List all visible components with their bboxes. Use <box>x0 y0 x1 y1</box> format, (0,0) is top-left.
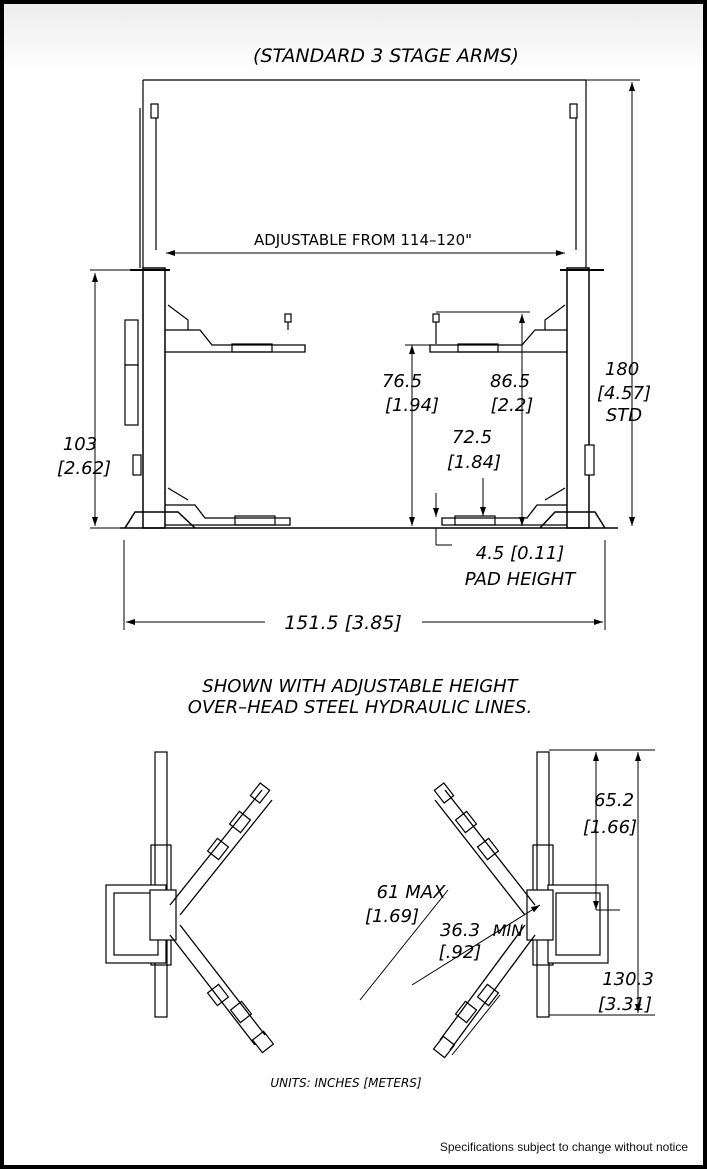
dim-130-3: 130.3 <box>602 969 654 990</box>
std-label: STD <box>606 405 642 426</box>
note-line-1: SHOWN WITH ADJUSTABLE HEIGHT <box>202 676 519 697</box>
height-72-5: 72.5 <box>452 427 492 448</box>
front-view <box>120 79 618 529</box>
units-note: UNITS: INCHES [METERS] <box>270 1076 422 1090</box>
height-103: 103 <box>63 434 97 455</box>
note-line-2: OVER–HEAD STEEL HYDRAULIC LINES. <box>188 697 532 718</box>
top-view-left <box>105 751 275 1054</box>
drawing-title: (STANDARD 3 STAGE ARMS) <box>253 45 519 67</box>
height-72-5-m: [1.84] <box>447 452 501 473</box>
dim-61-m: [1.69] <box>365 906 419 927</box>
pad-height-label: PAD HEIGHT <box>465 569 578 590</box>
front-dimensions <box>90 79 640 630</box>
footer-disclaimer: Specifications subject to change without… <box>439 1140 688 1154</box>
height-86-5-m: [2.2] <box>491 395 534 416</box>
dim-36-3-m: [.92] <box>439 942 482 963</box>
height-103-m: [2.62] <box>57 458 111 479</box>
dim-61-max: 61 MAX <box>377 882 446 903</box>
pad-dimension: 4.5 [0.11] <box>476 543 564 564</box>
overall-width: 151.5 [3.85] <box>284 612 402 634</box>
height-76-5-m: [1.94] <box>385 395 439 416</box>
dim-65-2-m: [1.66] <box>583 817 637 838</box>
min-label: MIN <box>493 921 524 940</box>
top-dimensions <box>359 749 655 1056</box>
height-180: 180 <box>605 359 639 380</box>
height-180-m: [4.57] <box>597 383 651 404</box>
dim-65-2: 65.2 <box>594 790 634 811</box>
adjustable-label: ADJUSTABLE FROM 114–120" <box>254 231 472 249</box>
dim-36-3: 36.3 <box>440 920 480 941</box>
height-86-5: 86.5 <box>490 371 530 392</box>
height-76-5: 76.5 <box>382 371 422 392</box>
dim-130-3-m: [3.31] <box>598 994 652 1015</box>
